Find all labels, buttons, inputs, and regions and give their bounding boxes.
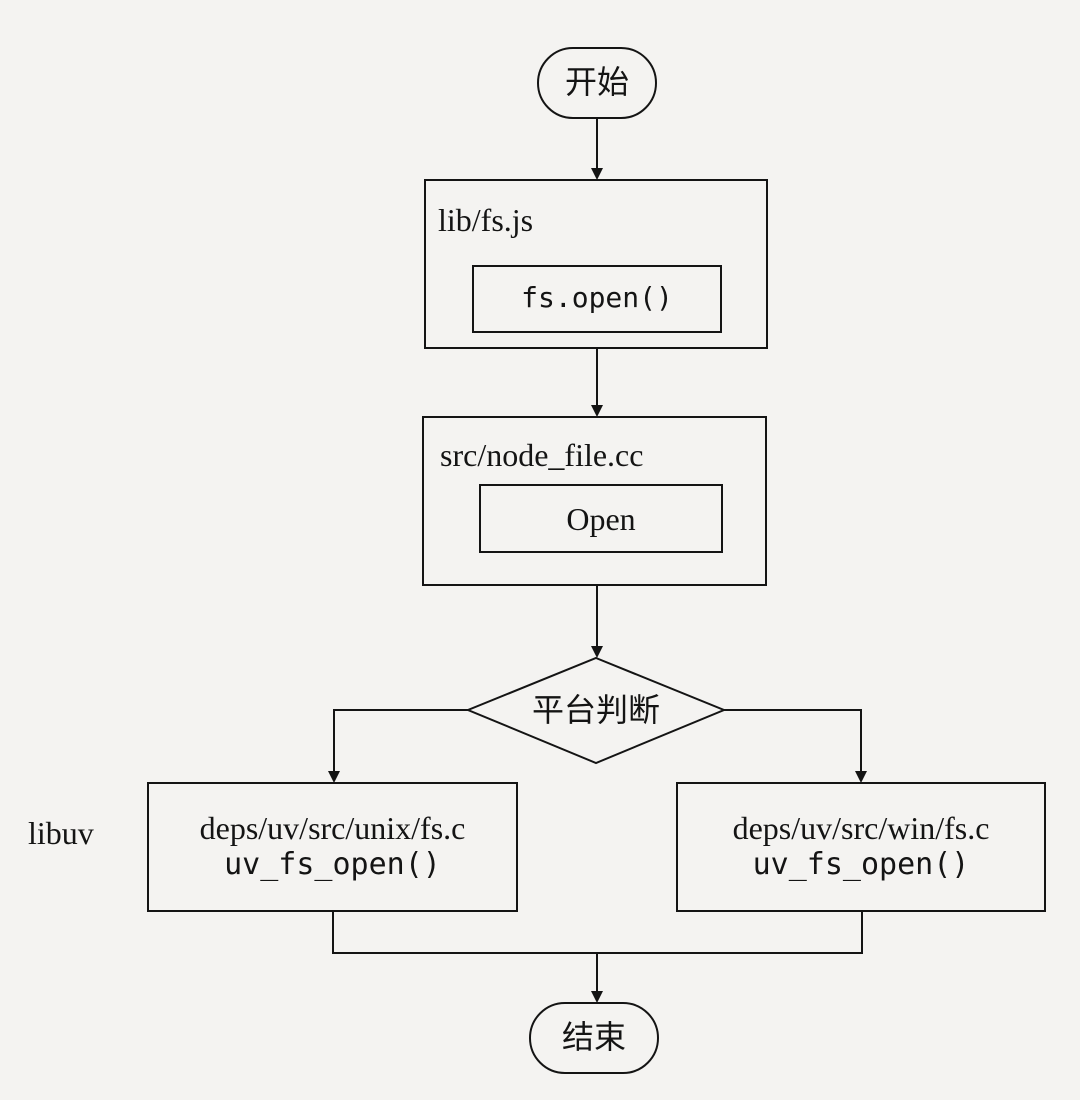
start-label: 开始 [564,64,629,100]
box-unix-file-label: deps/uv/src/unix/fs.c [199,810,466,846]
connector-unix-down [332,911,597,954]
box-cc-outer [422,416,767,586]
box-js-call-label: fs.open() [521,281,673,314]
libuv-side-label: libuv [28,815,94,851]
decision-label: 平台判断 [531,692,660,728]
arrow-decision-to-win [724,709,867,783]
end-label: 结束 [561,1019,626,1055]
box-unix-call-label: uv_fs_open() [224,847,441,882]
box-cc-file-label: src/node_file.cc [440,437,644,473]
box-win-file-label: deps/uv/src/win/fs.c [732,810,990,846]
end-terminal [529,1002,659,1074]
box-cc-call-label: Open [566,501,636,537]
connector-win-down [597,911,863,954]
decision-diamond [465,656,727,765]
box-cc-inner [479,484,723,553]
box-js-inner [472,265,722,333]
box-js-file-label: lib/fs.js [438,202,534,238]
box-win-call-label: uv_fs_open() [752,847,970,882]
arrow-decision-to-unix [328,709,468,783]
